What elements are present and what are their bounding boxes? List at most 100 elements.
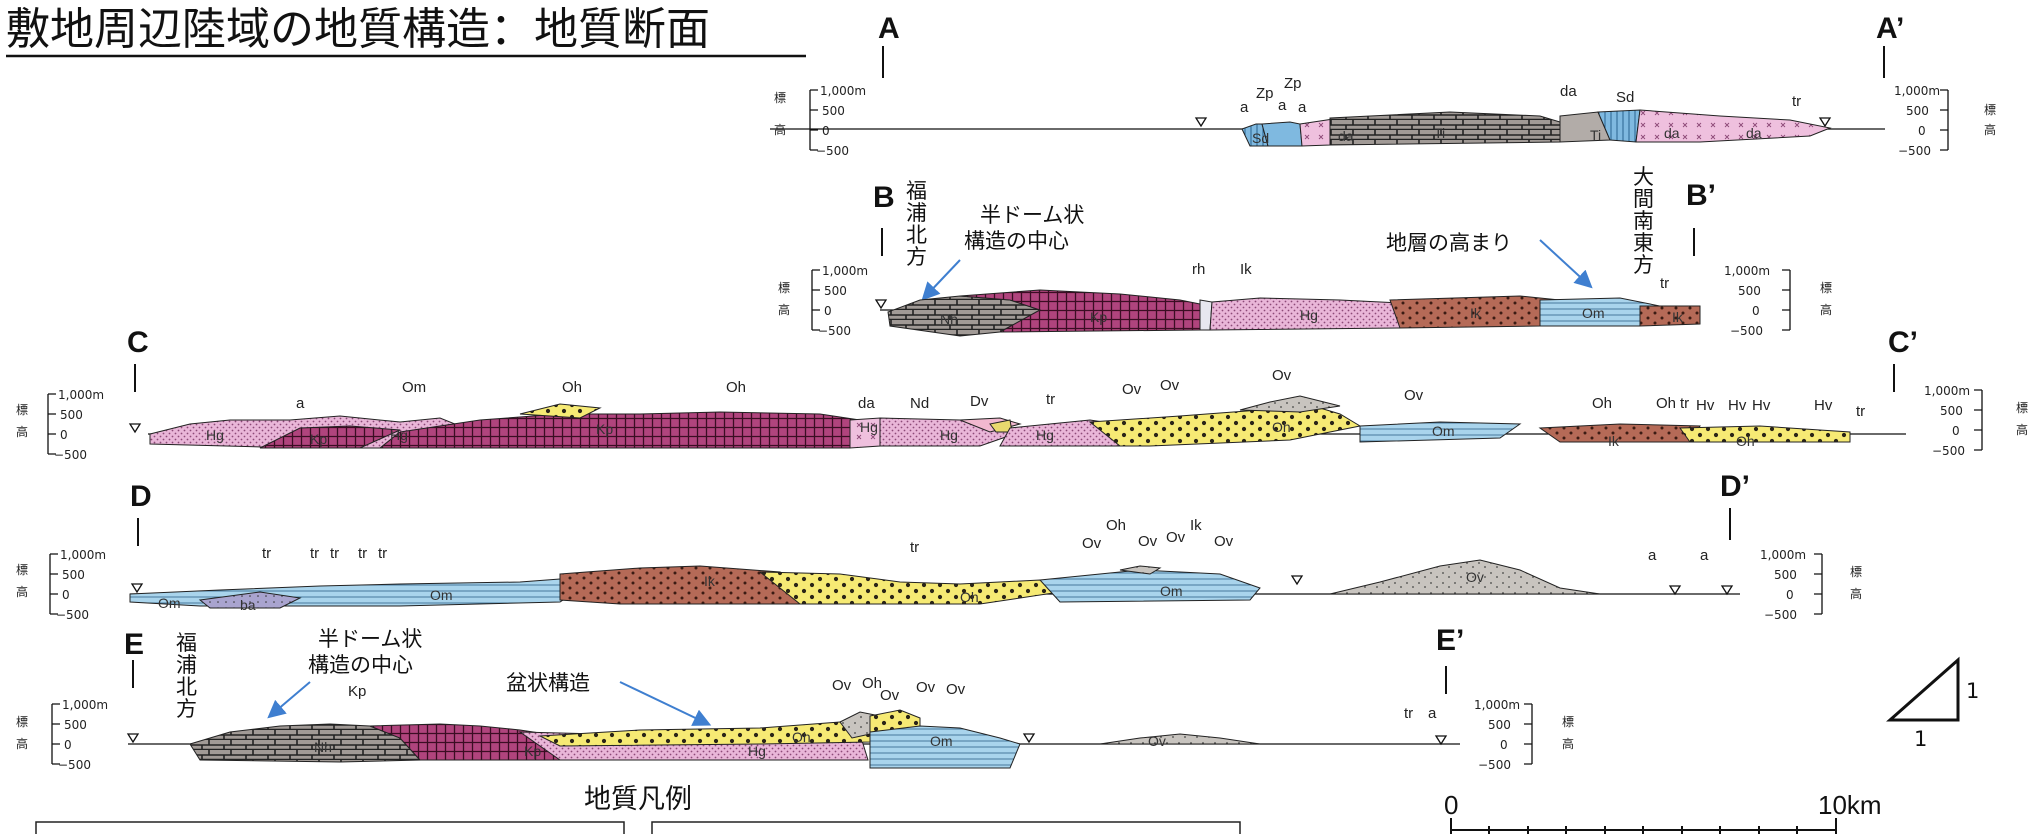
elevation-axis-left: 標 高 1,000m 500 0 −500 [16,548,106,622]
elevation-side-label: 高 [16,736,28,751]
elevation-tick-label: 500 [62,568,85,582]
unit-label-hg: Hg [748,743,766,759]
ratio-horizontal-label: 1 [1914,727,1927,751]
section-e: E 福 浦 北 方 半ドーム状 構造の中心 盆状構造 E’ 標 高 1,000m… [16,624,1574,772]
annotation-fukaura-kitagata-e-1: 福 [176,631,197,655]
section-a: A A’ 標 高 1,000m 500 0 −500 1,000m 500 0 … [770,12,1996,158]
unit-om-right [1038,569,1261,603]
elevation-tick-label: 0 [1952,424,1960,438]
unit-label-hv: Hv [1752,397,1771,414]
unit-label-om: Om [430,587,453,603]
annotation-basin: 盆状構造 [506,671,590,695]
elevation-tick-label: −500 [54,448,87,462]
unit-label-om: Om [158,595,181,611]
section-a-left-label: A [878,12,900,45]
unit-label-da: da [1560,83,1577,100]
vertical-exaggeration-indicator: 1 1 [1886,656,1979,751]
section-d-right-label: D’ [1720,470,1750,503]
unit-label-tr: tr [1856,403,1865,420]
arrow-basin [619,681,712,726]
elevation-tick-label: 0 [822,124,830,138]
sea-level-marker [1720,585,1734,596]
elevation-tick-label: −500 [1764,608,1797,622]
unit-label-kp: Kp [524,743,541,759]
annotation-ooma-1: 大 [1633,165,1654,189]
unit-label-zp: Zp [1256,85,1274,102]
unit-label-a: a [1648,547,1657,564]
unit-label-ti: Ti [1590,127,1601,143]
elevation-tick-label: 1,000m [60,548,106,562]
annotation-half-dome-2: 構造の中心 [964,229,1069,253]
annotation-fukaura-kitagata-3: 北 [906,223,927,247]
unit-label-hg: Hg [1300,307,1318,323]
elevation-side-label: 標 [2016,401,2028,415]
unit-kp-a [259,425,401,449]
unit-label-hg: Hg [940,427,958,443]
page-title: 敷地周辺陸域の地質構造：地質断面 [6,4,710,55]
legend-box-left [35,821,625,834]
unit-label-kp: Kp [310,431,327,447]
elevation-axis-right: 1,000m 500 0 −500 標 高 [1760,548,1862,622]
unit-oh [538,719,871,747]
unit-label-nh: Nh [314,739,332,755]
unit-ov [1099,733,1261,745]
legend-title: 地質凡例 [584,784,692,815]
elevation-axis-left: 標 高 1,000m 500 0 −500 [16,388,104,462]
elevation-tick-label: 0 [1500,738,1508,752]
sea-level-marker [874,299,888,310]
unit-label-kp: Kp [348,683,366,700]
annotation-ooma-4: 東 [1633,231,1654,255]
unit-label-kp: Kp [596,421,613,437]
unit-label-ik: Ik [1672,309,1684,325]
section-c: C C’ 標 高 1,000m 500 0 −500 1,000m 500 0 … [16,326,2028,462]
unit-label-ti: Ti [1434,125,1445,141]
unit-label-om: Om [1582,305,1605,321]
unit-label-ov: Ov [1122,381,1142,398]
unit-ov-small [1119,565,1162,575]
elevation-tick-label: 1,000m [1894,84,1940,98]
elevation-side-label: 標 [1850,565,1862,579]
sea-level-marker [130,583,144,594]
unit-label-ik: Ik [1190,517,1202,534]
sea-level-marker [126,733,140,744]
annotation-half-dome-e-1: 半ドーム状 [318,627,422,651]
unit-label-oh: Oh [1106,517,1126,534]
annotation-fukaura-kitagata-e-3: 北 [176,675,197,699]
scale-zero-label: 0 [1444,790,1458,820]
unit-label-om: Om [1160,583,1183,599]
unit-label-oh: Oh [562,379,582,396]
unit-label-oh: Oh [1656,395,1676,412]
unit-label-ba: ba [240,597,256,613]
annotation-ooma-5: 方 [1633,253,1654,277]
unit-ba [198,591,302,609]
annotation-fukaura-kitagata-4: 方 [906,245,927,269]
annotation-ooma-3: 南 [1633,209,1654,233]
elevation-side-label: 高 [1850,586,1862,601]
unit-label-ik: Ik [1608,433,1620,449]
unit-label-nd: Nd [910,395,929,412]
elevation-side-label: 高 [2016,422,2028,437]
elevation-tick-label: −500 [1898,144,1931,158]
elevation-tick-label: 0 [60,428,68,442]
section-d-left-label: D [130,480,152,513]
elevation-axis-left: 標 高 1,000m 500 0 −500 [774,84,866,158]
unit-label-tr: tr [1046,391,1055,408]
unit-label-tr: tr [310,545,319,562]
unit-label-oh: Oh [1736,433,1755,449]
elevation-axis-left: 標 高 1,000m 500 0 −500 [778,264,868,338]
elevation-tick-label: 1,000m [822,264,868,278]
unit-label-tr: tr [330,545,339,562]
arrow-half-dome [921,259,961,301]
unit-ik-right [1639,305,1701,327]
elevation-tick-label: −500 [816,144,849,158]
unit-label-ov: Ov [1148,733,1166,749]
unit-label-da: da [1664,125,1680,141]
elevation-tick-label: 500 [60,408,83,422]
elevation-tick-label: 0 [824,304,832,318]
elevation-side-label: 標 [16,563,28,577]
unit-label-oh: Oh [726,379,746,396]
elevation-tick-label: 0 [1918,124,1926,138]
unit-label-ov: Ov [1404,387,1424,404]
unit-om [869,725,1021,769]
